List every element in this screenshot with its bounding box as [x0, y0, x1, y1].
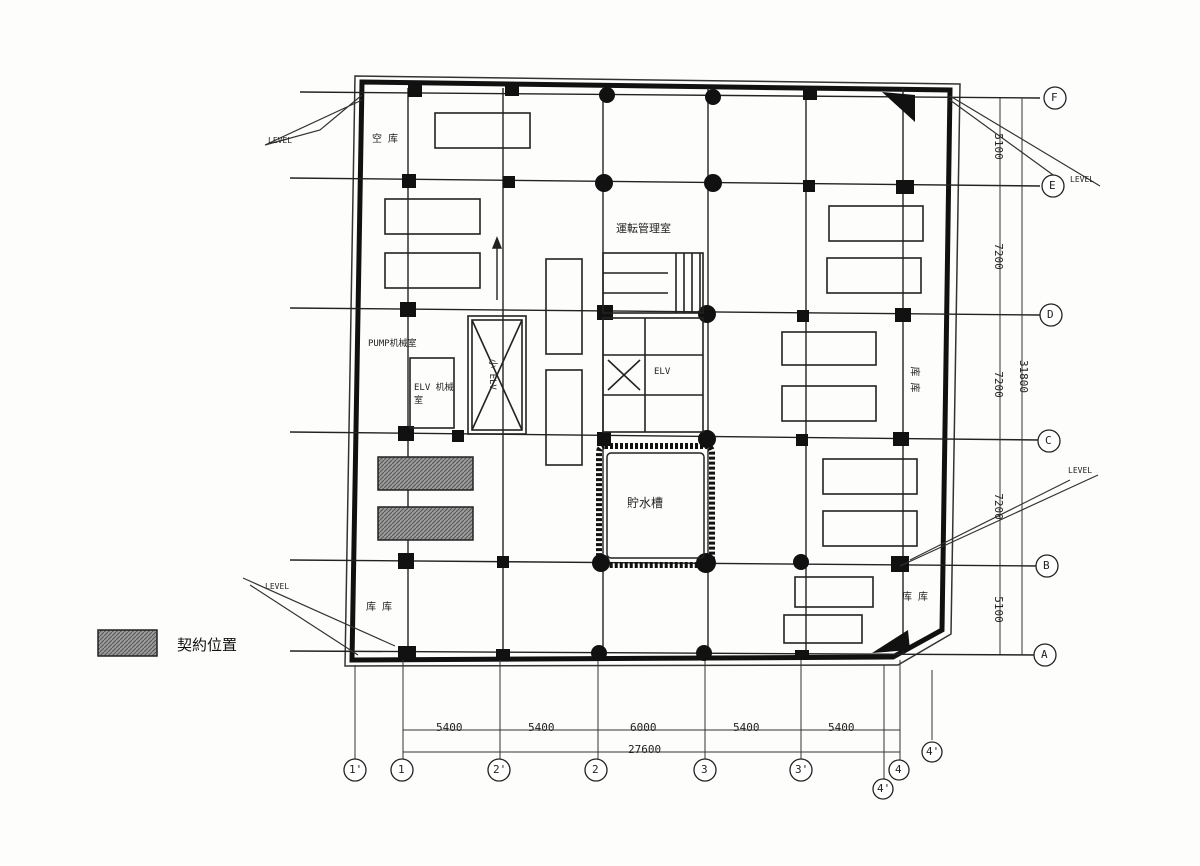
room-label-right-store: 库 库: [902, 592, 929, 603]
grid-label-y-e: E: [1049, 179, 1056, 192]
parking-spaces: [384, 112, 924, 644]
dim-y-5: 5100: [991, 596, 1005, 623]
grid-label-y-d: D: [1047, 308, 1054, 321]
building-outline: [349, 79, 953, 663]
grid-label-x-2: 2: [592, 763, 599, 776]
room-label-water-tank: 貯水槽: [627, 496, 664, 510]
level-note-bl: LEVEL: [265, 582, 290, 591]
flow-arrow: [491, 236, 503, 300]
dim-y-4: 7200: [991, 493, 1005, 520]
grid-label-y-f: F: [1051, 91, 1058, 104]
grid-bubbles-y: [1033, 86, 1067, 667]
dim-x-4: 5400: [733, 721, 760, 734]
grid-label-x-4p-low: 4': [877, 782, 891, 795]
grid-label-x-1p-left: 1': [349, 763, 363, 776]
grid-label-y-b: B: [1043, 559, 1050, 572]
level-note-tr: LEVEL: [1070, 175, 1095, 184]
contract-area-1: [377, 456, 474, 491]
dim-y-1: 5100: [991, 133, 1005, 160]
grid-label-y-c: C: [1045, 434, 1052, 447]
grid-label-x-1: 1: [398, 763, 405, 776]
room-label-elev-hall: ELV: [654, 367, 671, 377]
grid-label-x-3p: 3': [795, 763, 809, 776]
grid-label-x-4: 4: [895, 763, 902, 776]
dim-y-2: 7200: [991, 243, 1005, 270]
level-note-br: LEVEL: [1068, 466, 1093, 475]
building-outer-edge: [344, 75, 961, 667]
legend-label: 契約位置: [177, 636, 238, 654]
room-label-mid-store: 库 库: [908, 366, 920, 393]
room-label-elv-machine: ELV 机械室: [414, 383, 454, 406]
elevator-core: [409, 252, 704, 435]
grid-label-x-2p: 2': [493, 763, 507, 776]
room-label-lift-shaft: 小 ELV: [486, 359, 497, 390]
grid-bubbles-x: [343, 741, 943, 800]
grid-label-x-4p-right: 4': [926, 745, 940, 758]
level-note-tl: LEVEL: [268, 136, 293, 145]
dim-x-5: 5400: [828, 721, 855, 734]
legend-swatch: [97, 629, 158, 657]
water-tank: [596, 443, 715, 568]
grid-label-y-a: A: [1041, 648, 1048, 661]
room-label-left-store: 库 库: [366, 602, 393, 613]
room-label-control: 運転管理室: [616, 222, 671, 235]
dimension-extension-lines: [354, 98, 1023, 780]
leader-lines: [242, 94, 1101, 656]
room-label-pump: PUMP机械室: [368, 339, 417, 349]
dim-y-total: 31800: [1017, 359, 1031, 394]
grid-label-x-3: 3: [701, 763, 708, 776]
contract-area-2: [377, 506, 474, 541]
dim-x-total: 27600: [628, 743, 662, 756]
dim-x-3: 6000: [630, 721, 657, 734]
dim-y-3: 7200: [991, 371, 1005, 398]
room-label-grey: 空 库: [372, 134, 399, 145]
dim-x-2: 5400: [528, 721, 555, 734]
dim-x-1: 5400: [436, 721, 463, 734]
